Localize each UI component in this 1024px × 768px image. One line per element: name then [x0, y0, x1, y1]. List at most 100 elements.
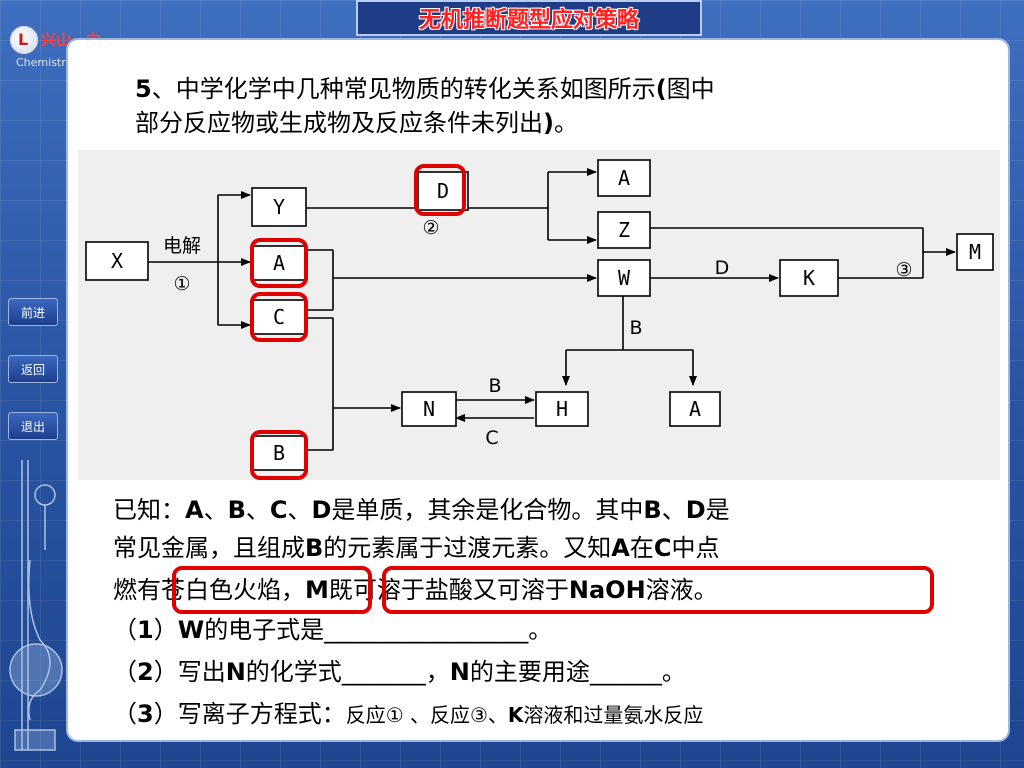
- question-line1: 中学化学中几种常见物质的转化关系如图所示: [175, 75, 656, 103]
- given-text: 常见金属，且组成: [113, 534, 305, 562]
- highlight-a: [250, 238, 308, 288]
- node-k: K: [803, 266, 815, 290]
- school-logo-icon: [10, 26, 38, 54]
- formula-naoh: NaOH: [568, 576, 646, 604]
- item-text: ）写离子方程式：: [153, 700, 346, 728]
- question-item-2: （2）写出N的化学式_______，N的主要用途______。: [113, 654, 993, 690]
- item-text-small: 反应① 、反应③、: [345, 703, 508, 727]
- node-m-box: [956, 233, 994, 271]
- lab-glassware-icon: [9, 460, 63, 751]
- item-text: 的化学式: [245, 658, 342, 686]
- given-text: 中点: [671, 534, 720, 562]
- symbol-n: N: [449, 658, 470, 686]
- answer-blank: _________________: [324, 616, 529, 644]
- back-button[interactable]: 返回: [8, 355, 58, 383]
- symbol-c: C: [653, 534, 672, 562]
- question-title: 5、中学化学中几种常见物质的转化关系如图所示(图中 部分反应物或生成物及反应条件…: [135, 72, 965, 140]
- item-number: 1: [137, 616, 154, 644]
- node-c: C: [273, 305, 285, 329]
- given-text: 在: [629, 534, 654, 562]
- question-line2: 部分反应物或生成物及反应条件未列出: [135, 109, 543, 137]
- reaction-diagram-svg: X Y A C B D A Z W K M N H A 电解 ① ② ③ D B…: [85, 159, 994, 471]
- paren-close: ): [543, 109, 554, 137]
- symbol-d: D: [685, 496, 706, 524]
- symbol-k: K: [507, 703, 524, 727]
- symbol-b: B: [643, 496, 662, 524]
- item-text: 。: [528, 616, 553, 644]
- item-text: 。: [661, 658, 686, 686]
- given-text: 是单质，其余是化合物。其中: [331, 496, 644, 524]
- label-c-left: C: [485, 427, 498, 449]
- node-b: B: [273, 441, 285, 465]
- given-text: 燃有苍白色火焰，: [113, 576, 305, 604]
- question-line1b: 图中: [666, 75, 715, 103]
- given-text: 溶液。: [645, 576, 718, 604]
- question-number: 5: [135, 75, 152, 103]
- node-w-box: [597, 259, 651, 297]
- reaction-diagram: X Y A C B D A Z W K M N H A 电解 ① ② ③ D B…: [78, 150, 1000, 480]
- item-text-small: 溶液和过量氨水反应: [523, 703, 704, 727]
- highlight-amphoteric: [382, 566, 934, 614]
- given-text: 是: [705, 496, 730, 524]
- highlight-b: [250, 430, 308, 480]
- given-text: 已知：: [113, 496, 185, 524]
- logo-subtitle: Chemistry: [16, 56, 73, 69]
- label-b-right: B: [488, 375, 501, 397]
- highlight-pale-flame: [172, 566, 372, 614]
- node-x: X: [111, 249, 123, 273]
- question-item-1: （1）W的电子式是_________________。: [113, 612, 993, 648]
- slide-title: 无机推断题型应对策略: [418, 7, 639, 33]
- node-d-box: [417, 171, 469, 211]
- node-z: Z: [618, 218, 630, 242]
- symbol-b: B: [305, 534, 324, 562]
- node-a2-box: [597, 159, 651, 197]
- symbol-a: A: [611, 534, 630, 562]
- given-text: 的元素属于过渡元素。又知: [323, 534, 612, 562]
- question-sep: 、: [151, 75, 176, 103]
- item-text: （: [113, 700, 137, 728]
- symbol-a: A: [185, 496, 204, 524]
- node-a1: A: [273, 251, 285, 275]
- item-text: 的主要用途: [469, 658, 590, 686]
- label-electrolysis: 电解: [163, 235, 201, 257]
- question-end: 。: [553, 109, 578, 137]
- item-text: （: [113, 658, 137, 686]
- label-circle-3: ③: [895, 259, 912, 281]
- symbol-w: W: [177, 616, 205, 644]
- highlight-c: [250, 292, 308, 342]
- node-h-box: [535, 391, 589, 427]
- forward-button[interactable]: 前进: [8, 298, 58, 326]
- node-y: Y: [273, 195, 285, 219]
- node-a3-box: [669, 391, 721, 427]
- item-number: 2: [137, 658, 154, 686]
- node-a3: A: [689, 397, 701, 421]
- node-x-box: [85, 241, 149, 281]
- label-b-down: B: [629, 317, 642, 339]
- node-n-box: [401, 391, 457, 427]
- node-h: H: [556, 397, 568, 421]
- symbol-n: N: [225, 658, 246, 686]
- item-text: ）写出: [153, 658, 226, 686]
- item-text: 的电子式是: [204, 616, 325, 644]
- item-text: （: [113, 616, 137, 644]
- node-y-box: [251, 187, 307, 227]
- given-line1: 已知：A、B、C、D是单质，其余是化合物。其中B、D是: [113, 492, 993, 528]
- item-text: ，: [425, 658, 450, 686]
- sep: 、: [661, 496, 686, 524]
- question-item-3: （3）写离子方程式：反应① 、反应③、K溶液和过量氨水反应: [113, 696, 993, 733]
- node-b-box: [251, 435, 307, 471]
- given-line2: 常见金属，且组成B的元素属于过渡元素。又知A在C中点: [113, 530, 993, 566]
- answer-blank: ______: [589, 658, 662, 686]
- symbol-c: C: [269, 496, 288, 524]
- sep: 、: [245, 496, 270, 524]
- node-a2: A: [618, 166, 630, 190]
- title-banner: 无机推断题型应对策略: [356, 0, 702, 36]
- node-m: M: [969, 240, 981, 264]
- answer-blank: _______: [341, 658, 426, 686]
- label-circle-1: ①: [173, 273, 190, 295]
- label-circle-2: ②: [422, 217, 439, 239]
- symbol-b: B: [227, 496, 246, 524]
- exit-button[interactable]: 退出: [8, 412, 58, 440]
- symbol-d: D: [311, 496, 332, 524]
- label-d-edge: D: [715, 257, 730, 279]
